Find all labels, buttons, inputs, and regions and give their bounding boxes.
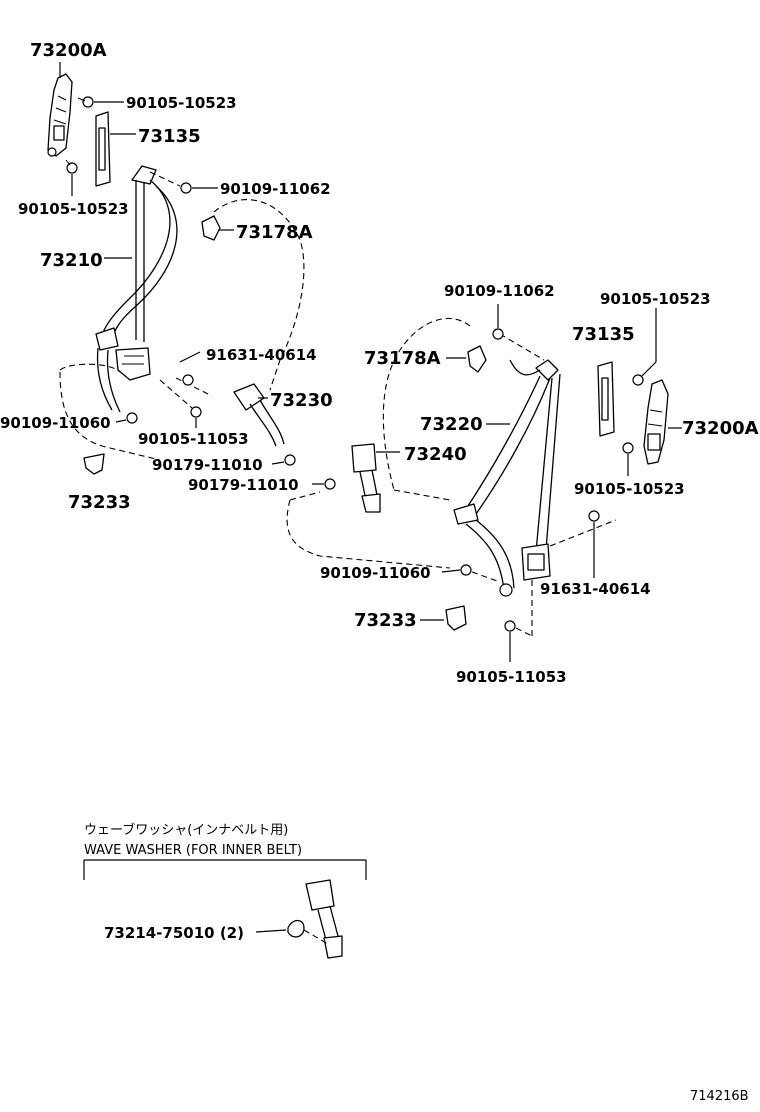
label-90105-10523-a: 90105-10523 — [126, 94, 237, 112]
washer-90179-11010-a — [284, 454, 296, 466]
bolt-90105-10523-a — [77, 96, 94, 108]
inset-title-en: WAVE WASHER (FOR INNER BELT) — [84, 843, 302, 858]
wave-washer-icon — [287, 919, 305, 938]
bolt-91631-40614-left — [182, 374, 194, 386]
label-90105-11053-left: 90105-11053 — [138, 430, 249, 448]
label-73233-right: 73233 — [354, 610, 417, 631]
bolt-90109-11060-right — [460, 564, 501, 583]
bolt-90109-11060-left — [126, 412, 138, 424]
label-73178A-left: 73178A — [236, 222, 313, 243]
cover-73135-right — [597, 361, 615, 437]
label-90105-10523-d: 90105-10523 — [574, 480, 685, 498]
label-90109-11060-right: 90109-11060 — [320, 564, 431, 582]
buckle-73230 — [233, 383, 285, 447]
label-73220: 73220 — [420, 414, 483, 435]
label-90105-10523-b: 90105-10523 — [18, 200, 129, 218]
label-90179-11010-b: 90179-11010 — [188, 476, 299, 494]
cover-73233-right — [445, 605, 467, 631]
label-73178A-right: 73178A — [364, 348, 441, 369]
shoulder-adjuster-73200A-left — [47, 73, 73, 157]
clip-73178A-left — [201, 215, 221, 241]
bolt-90109-11062-left — [149, 171, 192, 194]
inset-title-jp: ウェーブワッシャ(インナベルト用) — [84, 822, 288, 838]
bolt-90105-11053-right — [504, 580, 533, 637]
bolt-90105-10523-b — [65, 159, 78, 174]
label-73233-left: 73233 — [68, 492, 131, 513]
figure-id: 714216B — [690, 1089, 749, 1104]
cover-73233-left — [83, 453, 105, 475]
label-91631-40614-left: 91631-40614 — [206, 346, 317, 364]
label-73200A-top: 73200A — [30, 40, 107, 61]
cover-73135-left — [95, 111, 111, 187]
label-73135-right: 73135 — [572, 324, 635, 345]
buckle-73240 — [351, 443, 381, 513]
label-73135-left: 73135 — [138, 126, 201, 147]
label-73214-75010: 73214-75010 (2) — [104, 924, 244, 942]
label-90109-11062-left: 90109-11062 — [220, 180, 331, 198]
washer-90179-11010-b — [324, 478, 336, 490]
label-90109-11062-right: 90109-11062 — [444, 282, 555, 300]
bolt-90105-11053-left — [159, 379, 202, 418]
belt-73210 — [95, 165, 178, 413]
label-73240: 73240 — [404, 444, 467, 465]
label-73200A-right: 73200A — [682, 418, 759, 439]
label-73210: 73210 — [40, 250, 103, 271]
belt-73220 — [453, 359, 561, 597]
inset-wave-washer — [83, 859, 367, 959]
bolt-91631-40614-right — [549, 510, 617, 547]
seat-back-outline-left — [213, 199, 305, 391]
label-90109-11060-left: 90109-11060 — [0, 414, 111, 432]
label-73230: 73230 — [270, 390, 333, 411]
bolt-90109-11062-right — [492, 328, 504, 340]
label-90105-11053-right: 90105-11053 — [456, 668, 567, 686]
seat-back-outline-right — [382, 317, 471, 491]
clip-73178A-right — [467, 345, 487, 373]
bolt-90105-10523-d — [622, 442, 634, 454]
label-90179-11010-a: 90179-11010 — [152, 456, 263, 474]
label-91631-40614-right: 91631-40614 — [540, 580, 651, 598]
shoulder-adjuster-73200A-right — [643, 379, 669, 465]
bolt-90105-10523-c — [632, 374, 644, 386]
label-90105-10523-c: 90105-10523 — [600, 290, 711, 308]
